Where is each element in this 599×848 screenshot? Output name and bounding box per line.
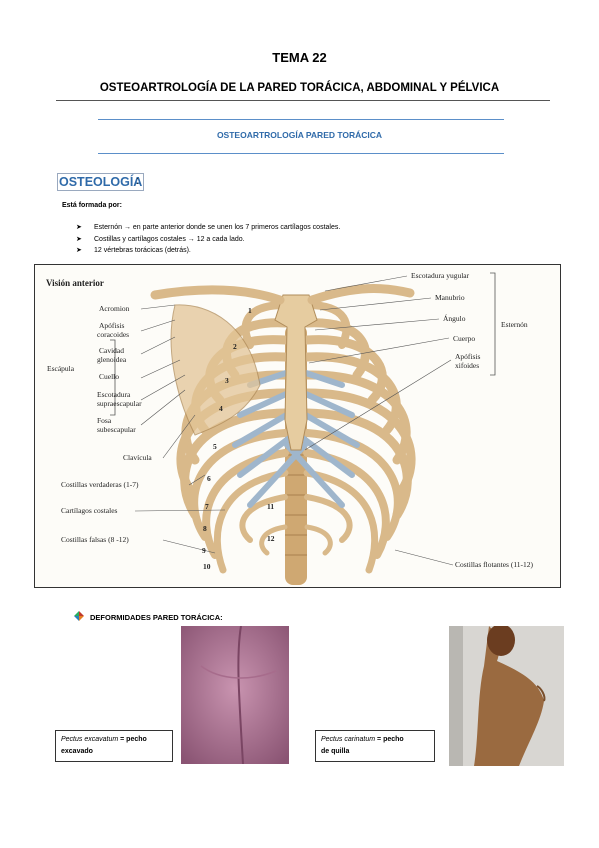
rib-number: 4: [219, 404, 223, 413]
scapula-brace: [110, 339, 116, 416]
caption-rest: = pecho: [118, 736, 147, 743]
osteology-heading-colon: :: [136, 175, 140, 187]
rib-number: 6: [207, 474, 211, 483]
bullet-text: 12 vértebras torácicas (detrás).: [94, 247, 191, 254]
label-escotadura-yugular: Escotadura yugular: [411, 271, 470, 280]
arrowhead-bullet-icon: ➤: [76, 235, 82, 243]
label-supraescapular: supraescapular: [97, 399, 142, 408]
label-cavidad: Cavidad: [99, 346, 124, 355]
label-cuello: Cuello: [99, 372, 119, 381]
label-coracoides: coracoides: [97, 330, 130, 339]
label-escapula: Escápula: [47, 364, 75, 373]
label-cartilagos-costales: Cartílagos costales: [61, 506, 118, 515]
document-subtitle: OSTEOARTROLOGÍA DE LA PARED TORÁCICA, AB…: [99, 82, 500, 94]
rib-number: 1: [248, 306, 252, 315]
rib-number: 9: [202, 546, 206, 555]
rib-number: 11: [267, 502, 275, 511]
rib-number: 12: [267, 534, 275, 543]
thorax-anatomy-figure: Visión anterior Acromion Apófisis coraco…: [34, 264, 561, 588]
label-angulo: Ángulo: [443, 314, 466, 323]
caption-line2: de quilla: [321, 748, 350, 755]
label-apofisis-right: Apófisis: [455, 352, 481, 361]
deformities-heading: DEFORMIDADES PARED TORÁCICA:: [90, 613, 223, 622]
osteology-bullet-list: ➤ Esternón → en parte anterior donde se u…: [76, 222, 340, 257]
arrowhead-bullet-icon: ➤: [76, 247, 82, 254]
label-glenoidea: glenoidea: [97, 355, 127, 364]
clavicle-right-shape: [307, 284, 415, 305]
caption-line2: excavado: [61, 748, 93, 755]
view-title: Visión anterior: [46, 278, 104, 288]
list-item: ➤ Costillas y cartílagos costales → 12 a …: [76, 234, 340, 246]
label-clavicula: Clavícula: [123, 453, 152, 462]
list-item: ➤ Esternón → en parte anterior donde se u…: [76, 222, 340, 234]
caption-term: Pectus excavatum: [61, 736, 119, 743]
osteology-intro: Está formada por:: [62, 202, 122, 209]
four-color-diamond-icon: [74, 611, 84, 621]
label-cuerpo: Cuerpo: [453, 334, 476, 343]
pectus-excavatum-caption: Pectus excavatum = pecho excavado: [55, 730, 173, 762]
label-subescapular: subescapular: [97, 425, 136, 434]
pectus-carinatum-caption: Pectus carinatum = pecho de quilla: [315, 730, 435, 762]
section-title: OSTEOARTROLOGÍA PARED TORÁCICA: [216, 130, 383, 140]
rib-number: 8: [203, 524, 207, 533]
label-xifoides: xifoides: [455, 361, 480, 370]
label-costillas-flotantes: Costillas flotantes (11-12): [455, 560, 534, 569]
pectus-carinatum-photo: [449, 626, 564, 766]
rib-cage-illustration: [110, 272, 496, 585]
label-costillas-verdaderas: Costillas verdaderas (1-7): [61, 480, 139, 489]
rib-number: 3: [225, 376, 229, 385]
label-fosa: Fosa: [97, 416, 112, 425]
leader-lines: [134, 275, 454, 566]
document-title: TEMA 22: [272, 50, 327, 65]
clavicle-left-shape: [150, 285, 285, 305]
label-escotadura: Escotadura: [97, 390, 131, 399]
caption-term: Pectus carinatum: [321, 736, 376, 743]
label-acromion: Acromion: [99, 304, 130, 313]
bullet-text: Esternón → en parte anterior donde se un…: [94, 224, 341, 231]
arrowhead-bullet-icon: ➤: [76, 224, 82, 231]
rib-number: 7: [205, 502, 209, 511]
scapula-shape: [170, 304, 261, 436]
rib-number: 10: [203, 562, 211, 571]
pectus-excavatum-photo: [181, 626, 289, 764]
rib-number: 2: [233, 342, 237, 351]
label-costillas-falsas: Costillas falsas (8 -12): [61, 535, 129, 544]
sternum-shape: [274, 294, 318, 451]
header-divider: [56, 100, 550, 101]
label-apofisis: Apófisis: [99, 321, 125, 330]
list-item: ➤ 12 vértebras torácicas (detrás).: [76, 245, 340, 257]
label-manubrio: Manubrio: [435, 293, 465, 302]
rib-number: 5: [213, 442, 217, 451]
label-esternon: Esternón: [501, 320, 528, 329]
caption-rest: = pecho: [375, 736, 404, 743]
osteology-heading: OSTEOLOGÍA: [57, 173, 145, 191]
section-divider-bottom: [98, 153, 504, 154]
sternum-brace: [490, 272, 496, 376]
bullet-text: Costillas y cartílagos costales → 12 a c…: [94, 235, 245, 243]
section-divider-top: [98, 119, 504, 120]
ribs-right: [302, 301, 416, 574]
